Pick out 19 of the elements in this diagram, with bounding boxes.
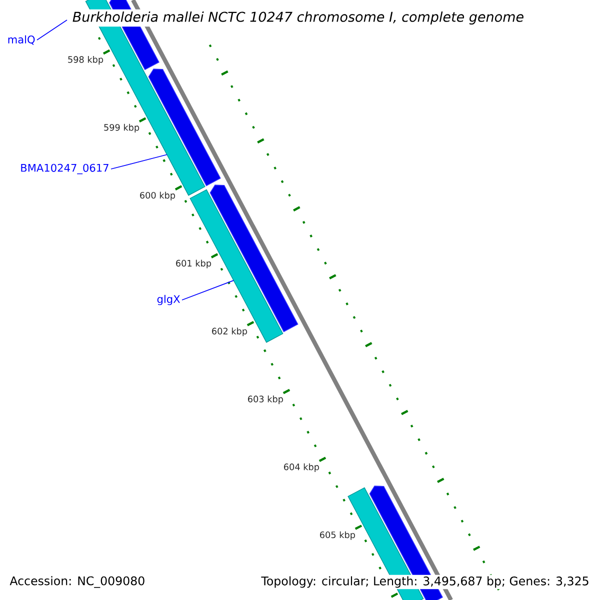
gene-label: malQ bbox=[8, 35, 35, 45]
position-label: 601 kbp bbox=[176, 260, 212, 268]
genome-summary: Topology: circular; Length: 3,495,687 bp; Genes: 3,325 bbox=[260, 574, 591, 590]
position-label: 605 kbp bbox=[320, 531, 355, 540]
leader-line bbox=[182, 280, 234, 300]
leader-line bbox=[36, 20, 68, 40]
leader-line bbox=[110, 154, 168, 170]
gene-label: BMA10247_0617 bbox=[21, 164, 108, 174]
coding-sequence-block bbox=[148, 68, 221, 186]
gene-label: glgX bbox=[157, 294, 180, 306]
position-label: 598 kbp bbox=[68, 56, 104, 65]
position-label: 600 kbp bbox=[140, 192, 176, 200]
accession-text: Accession: NC_009080 bbox=[8, 574, 147, 590]
position-label: 599 kbp bbox=[104, 124, 140, 132]
position-label: 603 kbp bbox=[248, 396, 283, 404]
position-label: 604 kbp bbox=[284, 463, 319, 472]
title: Burkholderia mallei NCTC 10247 chromosome I, complete genome bbox=[70, 9, 526, 27]
position-label: 602 kbp bbox=[212, 328, 248, 336]
gene-bar bbox=[190, 189, 284, 343]
